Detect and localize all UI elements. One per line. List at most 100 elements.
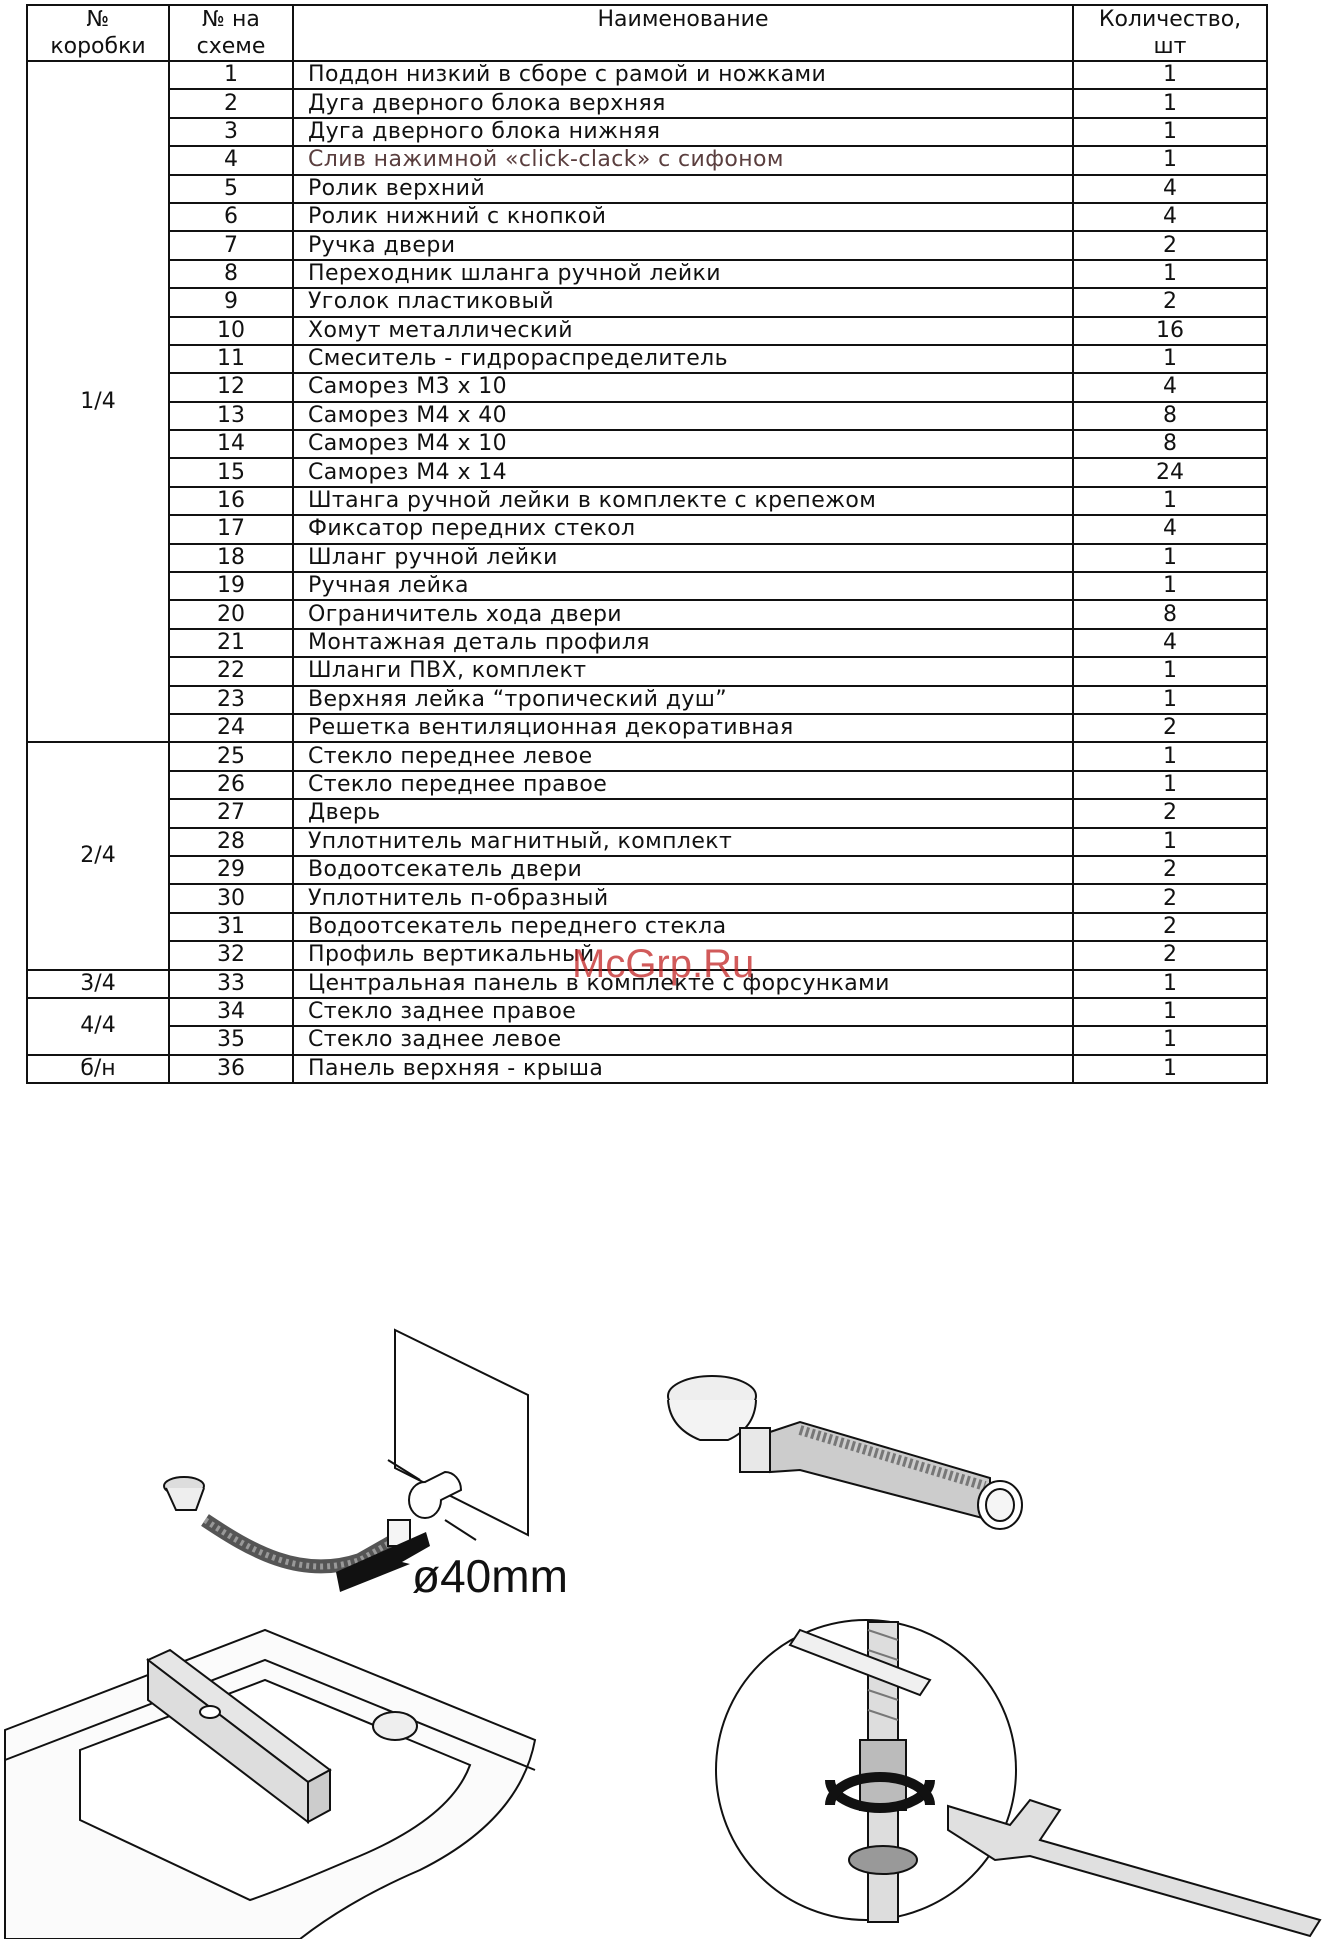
scheme-number-cell: 8: [168, 258, 294, 290]
item-name-cell: Монтажная деталь профиля: [292, 627, 1074, 659]
scheme-number-cell: 32: [168, 940, 294, 971]
header-box-number: № коробки: [26, 4, 170, 62]
scheme-number-cell: 14: [168, 429, 294, 460]
quantity-cell: 2: [1072, 940, 1268, 971]
scheme-number-cell: 19: [168, 571, 294, 602]
quantity-cell: 1: [1072, 741, 1268, 772]
item-name-cell: Панель верхняя - крыша: [292, 1053, 1074, 1085]
scheme-number-cell: 3: [168, 116, 294, 148]
scheme-number-cell: 12: [168, 372, 294, 403]
item-name-cell: Поддон низкий в сборе с рамой и ножками: [292, 59, 1074, 91]
quantity-cell: 4: [1072, 173, 1268, 204]
item-name-cell: Ролик верхний: [292, 173, 1074, 204]
quantity-cell: 2: [1072, 230, 1268, 261]
item-name-cell: Саморез М4 х 40: [292, 400, 1074, 432]
quantity-cell: 1: [1072, 769, 1268, 801]
quantity-cell: 1: [1072, 1053, 1268, 1085]
item-name-cell: Саморез М3 х 10: [292, 372, 1074, 403]
item-name-cell: Шланги ПВХ, комплект: [292, 656, 1074, 687]
item-name-cell: Дуга дверного блока нижняя: [292, 116, 1074, 148]
quantity-cell: 1: [1072, 1025, 1268, 1056]
scheme-number-cell: 31: [168, 911, 294, 943]
quantity-cell: 8: [1072, 599, 1268, 630]
box-number-cell: б/н: [26, 1053, 170, 1085]
item-name-cell: Водоотсекатель двери: [292, 854, 1074, 886]
box-number-cell: 1/4: [26, 59, 170, 744]
shower-tray-diagram: [4, 1628, 537, 1939]
quantity-cell: 16: [1072, 315, 1268, 346]
quantity-cell: 1: [1072, 542, 1268, 574]
scheme-number-cell: 4: [168, 145, 294, 176]
quantity-cell: 1: [1072, 116, 1268, 148]
scheme-number-cell: 7: [168, 230, 294, 261]
quantity-cell: 2: [1072, 798, 1268, 829]
quantity-cell: 1: [1072, 343, 1268, 375]
item-name-cell: Ручка двери: [292, 230, 1074, 261]
scheme-number-cell: 1: [168, 59, 294, 91]
item-name-cell: Ручная лейка: [292, 571, 1074, 602]
header-quantity: Количество, шт: [1072, 4, 1268, 62]
scheme-number-cell: 16: [168, 485, 294, 517]
scheme-number-cell: 11: [168, 343, 294, 375]
scheme-number-cell: 21: [168, 627, 294, 659]
item-name-cell: Дуга дверного блока верхняя: [292, 88, 1074, 119]
item-name-cell: Фиксатор передних стекол: [292, 514, 1074, 545]
item-name-cell: Решетка вентиляционная декоративная: [292, 712, 1074, 744]
quantity-cell: 4: [1072, 627, 1268, 659]
scheme-number-cell: 6: [168, 201, 294, 233]
box-number-cell: 2/4: [26, 741, 170, 971]
item-name-cell: Саморез М4 х 14: [292, 457, 1074, 488]
scheme-number-cell: 20: [168, 599, 294, 630]
quantity-cell: 1: [1072, 258, 1268, 290]
quantity-cell: 2: [1072, 712, 1268, 744]
item-name-cell: Уголок пластиковый: [292, 287, 1074, 318]
header-item-name: Наименование: [292, 4, 1074, 62]
quantity-cell: 4: [1072, 201, 1268, 233]
quantity-cell: 1: [1072, 968, 1268, 999]
quantity-cell: 1: [1072, 59, 1268, 91]
quantity-cell: 1: [1072, 996, 1268, 1028]
scheme-number-cell: 23: [168, 684, 294, 715]
quantity-cell: 1: [1072, 826, 1268, 857]
scheme-number-cell: 27: [168, 798, 294, 829]
item-name-cell: Штанга ручной лейки в комплекте с крепеж…: [292, 485, 1074, 517]
item-name-cell: Верхняя лейка “тропический душ”: [292, 684, 1074, 715]
item-name-cell: Уплотнитель магнитный, комплект: [292, 826, 1074, 857]
quantity-cell: 8: [1072, 400, 1268, 432]
scheme-number-cell: 34: [168, 996, 294, 1028]
item-name-cell: Слив нажимной «click-clack» с сифоном: [292, 145, 1074, 176]
scheme-number-cell: 9: [168, 287, 294, 318]
item-name-cell: Стекло заднее правое: [292, 996, 1074, 1028]
quantity-cell: 1: [1072, 145, 1268, 176]
quantity-cell: 1: [1072, 88, 1268, 119]
quantity-cell: 1: [1072, 656, 1268, 687]
box-number-cell: 4/4: [26, 996, 170, 1056]
item-name-cell: Профиль вертикальный: [292, 940, 1074, 971]
scheme-number-cell: 35: [168, 1025, 294, 1056]
quantity-cell: 2: [1072, 854, 1268, 886]
item-name-cell: Уплотнитель п-образный: [292, 883, 1074, 914]
scheme-number-cell: 36: [168, 1053, 294, 1085]
